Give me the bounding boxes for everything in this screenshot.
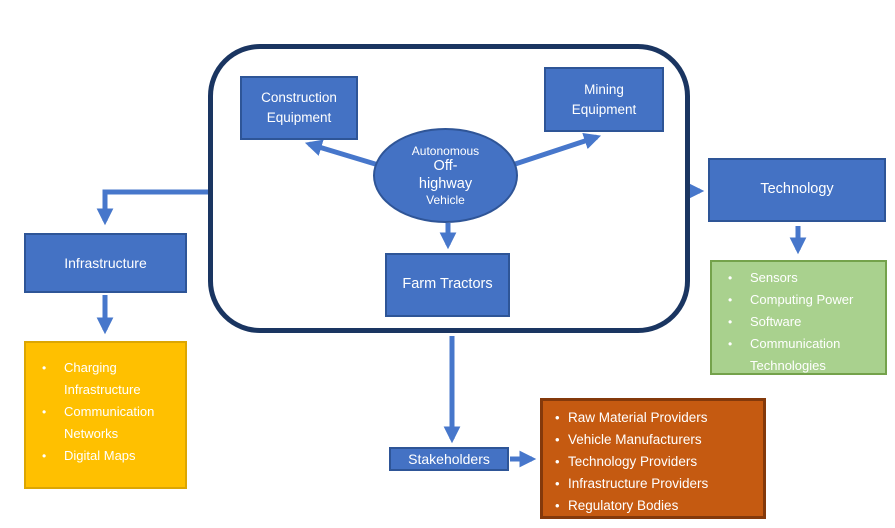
construction-equipment-node: Construction Equipment [240,76,358,140]
list-item: Sensors [722,267,881,289]
mining-equipment-node: Mining Equipment [544,67,664,132]
infrastructure-items-box: Charging Infrastructure Communication Ne… [24,341,187,489]
stakeholders-node: Stakeholders [389,447,509,471]
hub-line-4: Vehicle [426,193,465,208]
farm-tractors-label: Farm Tractors [402,276,493,293]
technology-label: Technology [760,181,834,198]
hub-line-2: Off- [433,157,458,174]
construction-equipment-label: Construction Equipment [261,90,337,125]
list-item: Technology Providers [551,451,759,473]
list-item: Raw Material Providers [551,407,759,429]
hub-line-3: highway [418,175,473,192]
stakeholders-items-box: Raw Material Providers Vehicle Manufactu… [540,398,766,519]
list-item: Charging Infrastructure [36,357,181,401]
stakeholders-items-list: Raw Material Providers Vehicle Manufactu… [551,407,759,517]
infrastructure-items-list: Charging Infrastructure Communication Ne… [36,357,181,467]
mining-equipment-label: Mining Equipment [571,81,637,117]
list-item: Computing Power [722,289,881,311]
list-item: Regulatory Bodies [551,495,759,517]
farm-tractors-node: Farm Tractors [385,253,510,317]
list-item: Communication Networks [36,401,181,445]
list-item: Infrastructure Providers [551,473,759,495]
technology-node: Technology [708,158,886,222]
list-item: Communication Technologies [722,333,881,377]
arrow-group-to-infrastructure [96,189,209,226]
list-item: Digital Maps [36,445,181,467]
stakeholders-label: Stakeholders [408,450,490,467]
hub-line-1: Autonomous [411,143,480,158]
infrastructure-label: Infrastructure [64,254,147,271]
technology-items-box: Sensors Computing Power Software Communi… [710,260,887,375]
autonomous-vehicle-hub-ellipse: Autonomous Off- highway Vehicle [373,128,518,223]
list-item: Vehicle Manufacturers [551,429,759,451]
infrastructure-node: Infrastructure [24,233,187,293]
list-item: Software [722,311,881,333]
vehicle-group-frame [208,44,690,333]
technology-items-list: Sensors Computing Power Software Communi… [722,267,881,377]
